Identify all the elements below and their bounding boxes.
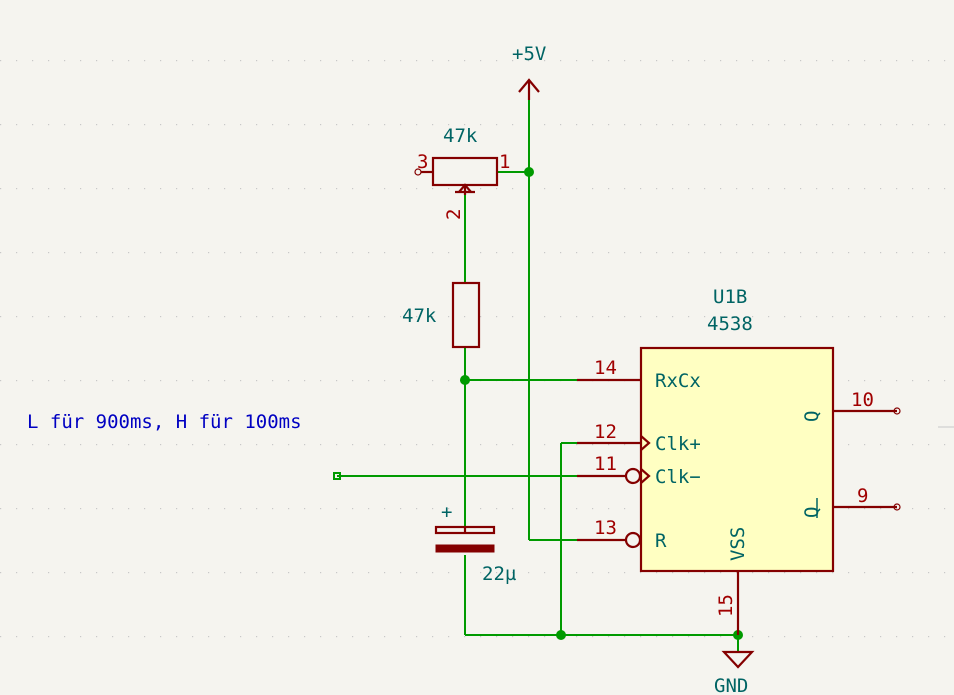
pin-12-number: 12 [594, 421, 617, 443]
ic-reference: U1B [713, 286, 747, 308]
pot-pin-3: 3 [417, 151, 428, 173]
potentiometer[interactable] [414, 156, 499, 195]
capacitor-value: 22µ [482, 563, 516, 585]
pot-value: 47k [443, 125, 478, 147]
resistor[interactable] [451, 281, 481, 349]
pin-13-number: 13 [594, 517, 617, 539]
pin-qbar-name: Q [801, 507, 823, 518]
vcc-symbol[interactable] [518, 78, 540, 100]
pin-14-number: 14 [594, 357, 617, 379]
pin-clk-minus-name: Clk− [655, 466, 701, 488]
pin-11-number: 11 [594, 453, 617, 475]
ic-part-number: 4538 [707, 313, 753, 335]
junction-rxcx [460, 375, 470, 385]
timing-note: L für 900ms, H für 100ms [27, 411, 302, 433]
pin-reset-name: R [655, 530, 667, 552]
capacitor-polarity: + [441, 501, 452, 523]
clk-minus-input-terminal[interactable] [333, 472, 341, 480]
gnd-symbol[interactable] [721, 650, 755, 669]
ic-4538[interactable] [577, 346, 901, 635]
pot-pin-1: 1 [499, 151, 510, 173]
pin-10-number: 10 [851, 389, 874, 411]
junction-vcc-pot [524, 167, 534, 177]
pin-clk-plus-name: Clk+ [655, 433, 701, 455]
resistor-value: 47k [402, 305, 437, 327]
pin-q-name: Q [801, 411, 823, 422]
grid-dots [0, 60, 946, 638]
pot-pin-2: 2 [443, 209, 465, 220]
vcc-label: +5V [512, 43, 546, 65]
pin-9-number: 9 [857, 485, 868, 507]
pin-vss-name: VSS [727, 527, 749, 561]
junction-gnd-clk [556, 630, 566, 640]
pin-15-number: 15 [715, 594, 737, 617]
gnd-label: GND [714, 675, 748, 695]
pin-rxcx-name: RxCx [655, 370, 701, 392]
capacitor[interactable] [434, 525, 496, 553]
